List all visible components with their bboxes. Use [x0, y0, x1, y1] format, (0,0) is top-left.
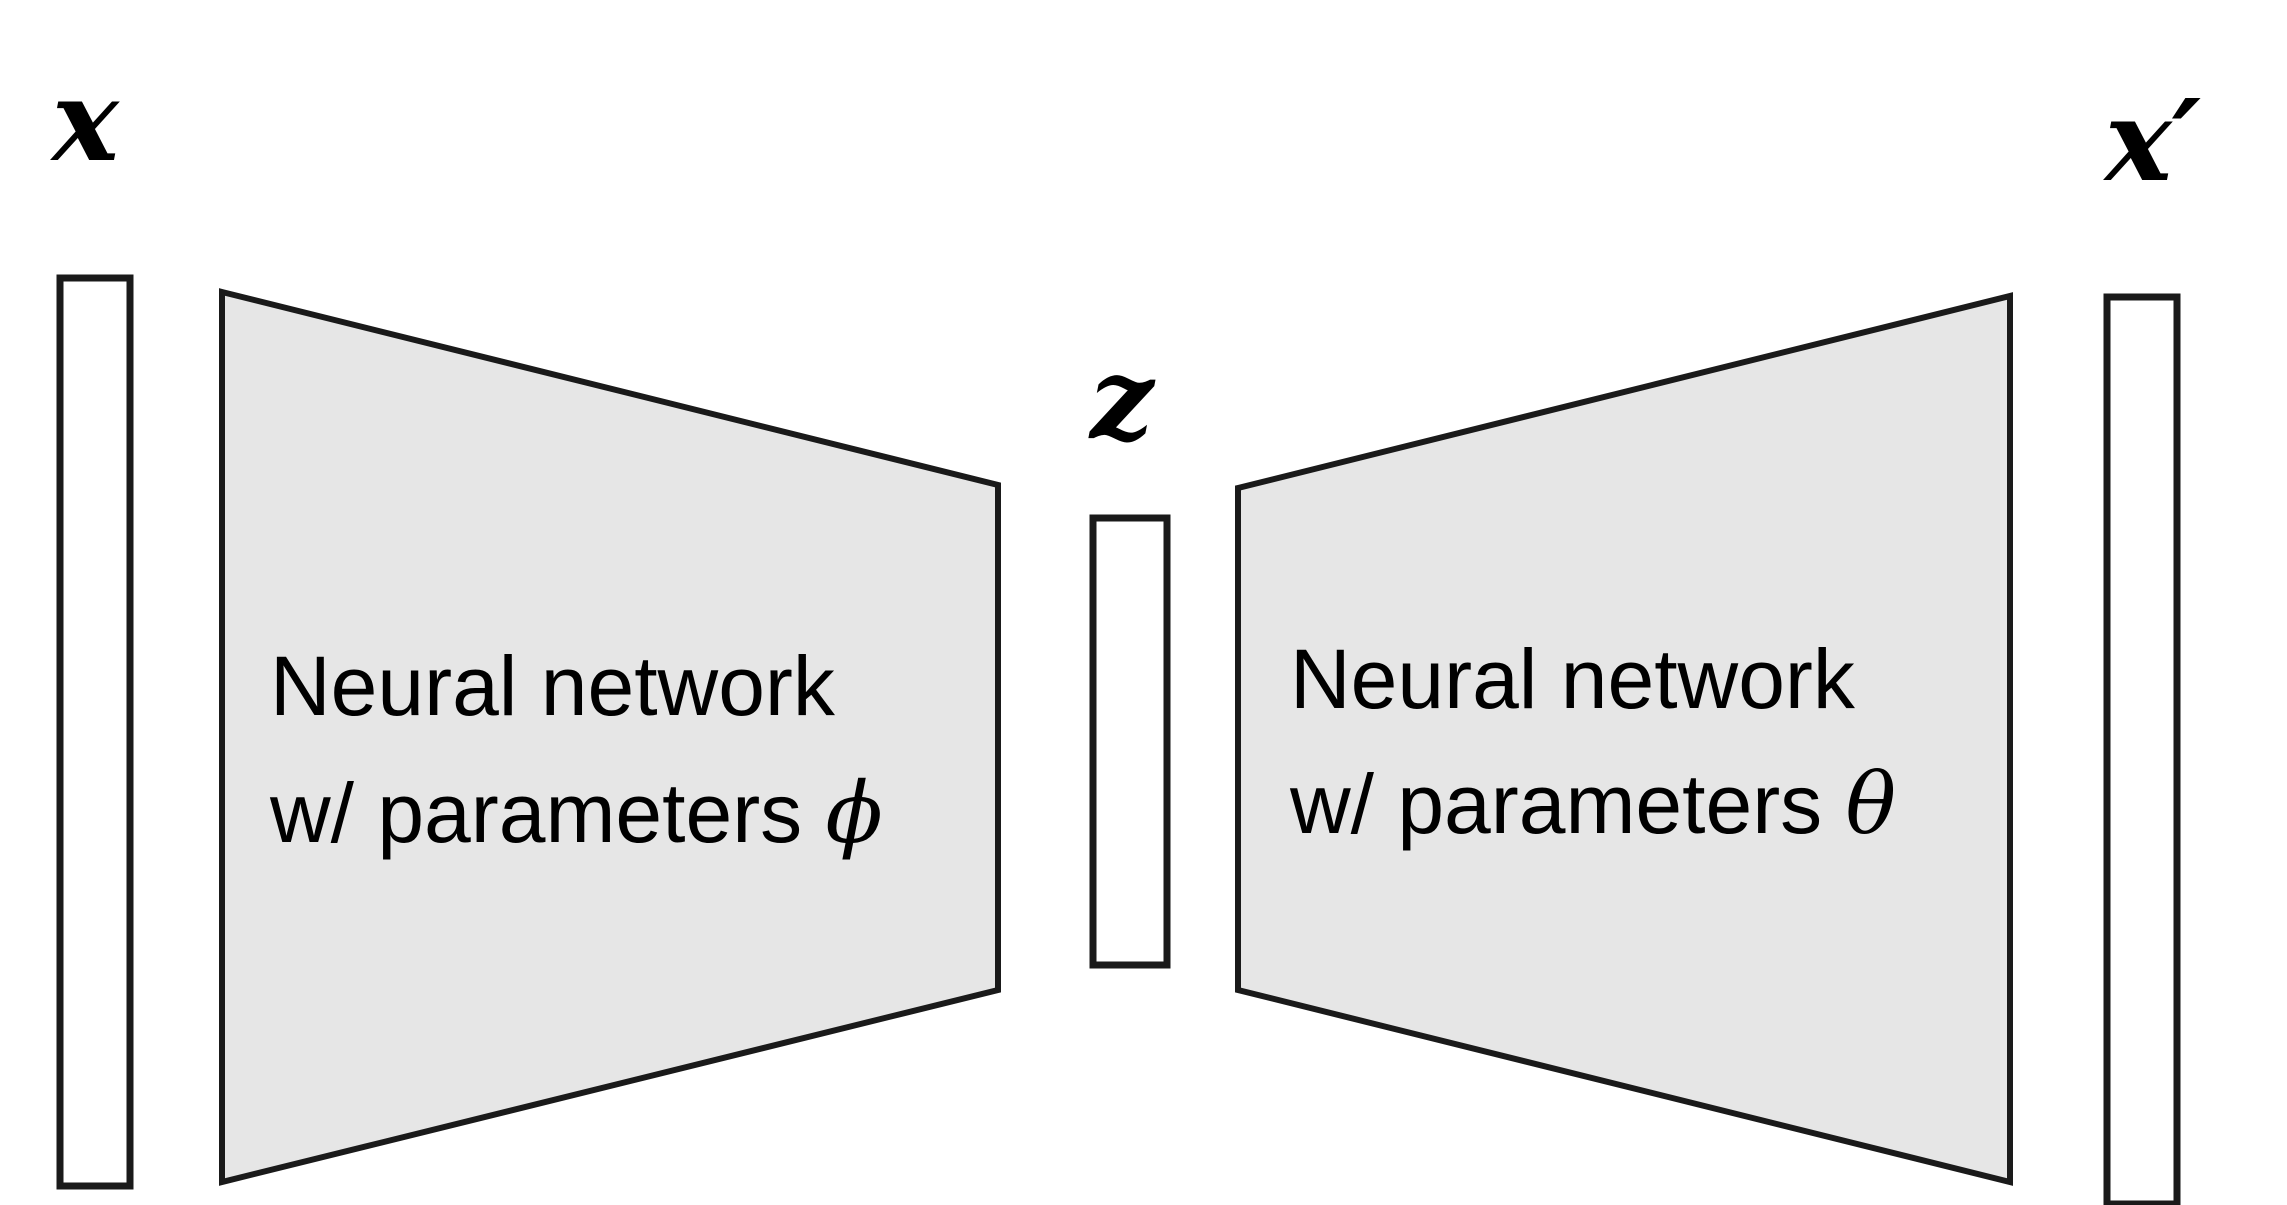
phi-symbol: ϕ [826, 764, 883, 862]
input-vector [56, 274, 134, 1190]
latent-label: z [1088, 334, 1156, 465]
encoder-label-params: w/ parameters [269, 766, 826, 860]
latent-vector [1089, 514, 1171, 969]
encoder-label-line1: Neural network [270, 639, 836, 733]
encoder-label-line2: w/ parameters ϕ [269, 764, 883, 862]
theta-symbol: θ [1846, 755, 1897, 853]
output-label: x′ [2103, 76, 2201, 207]
output-vector [2103, 293, 2181, 1205]
decoder-label-line2: w/ parameters θ [1289, 755, 1896, 853]
decoder-label-line1: Neural network [1290, 632, 1856, 726]
decoder-block [1235, 292, 2013, 1186]
encoder-block [219, 288, 1001, 1186]
input-label: x [50, 56, 120, 187]
decoder-label-params: w/ parameters [1289, 757, 1846, 851]
